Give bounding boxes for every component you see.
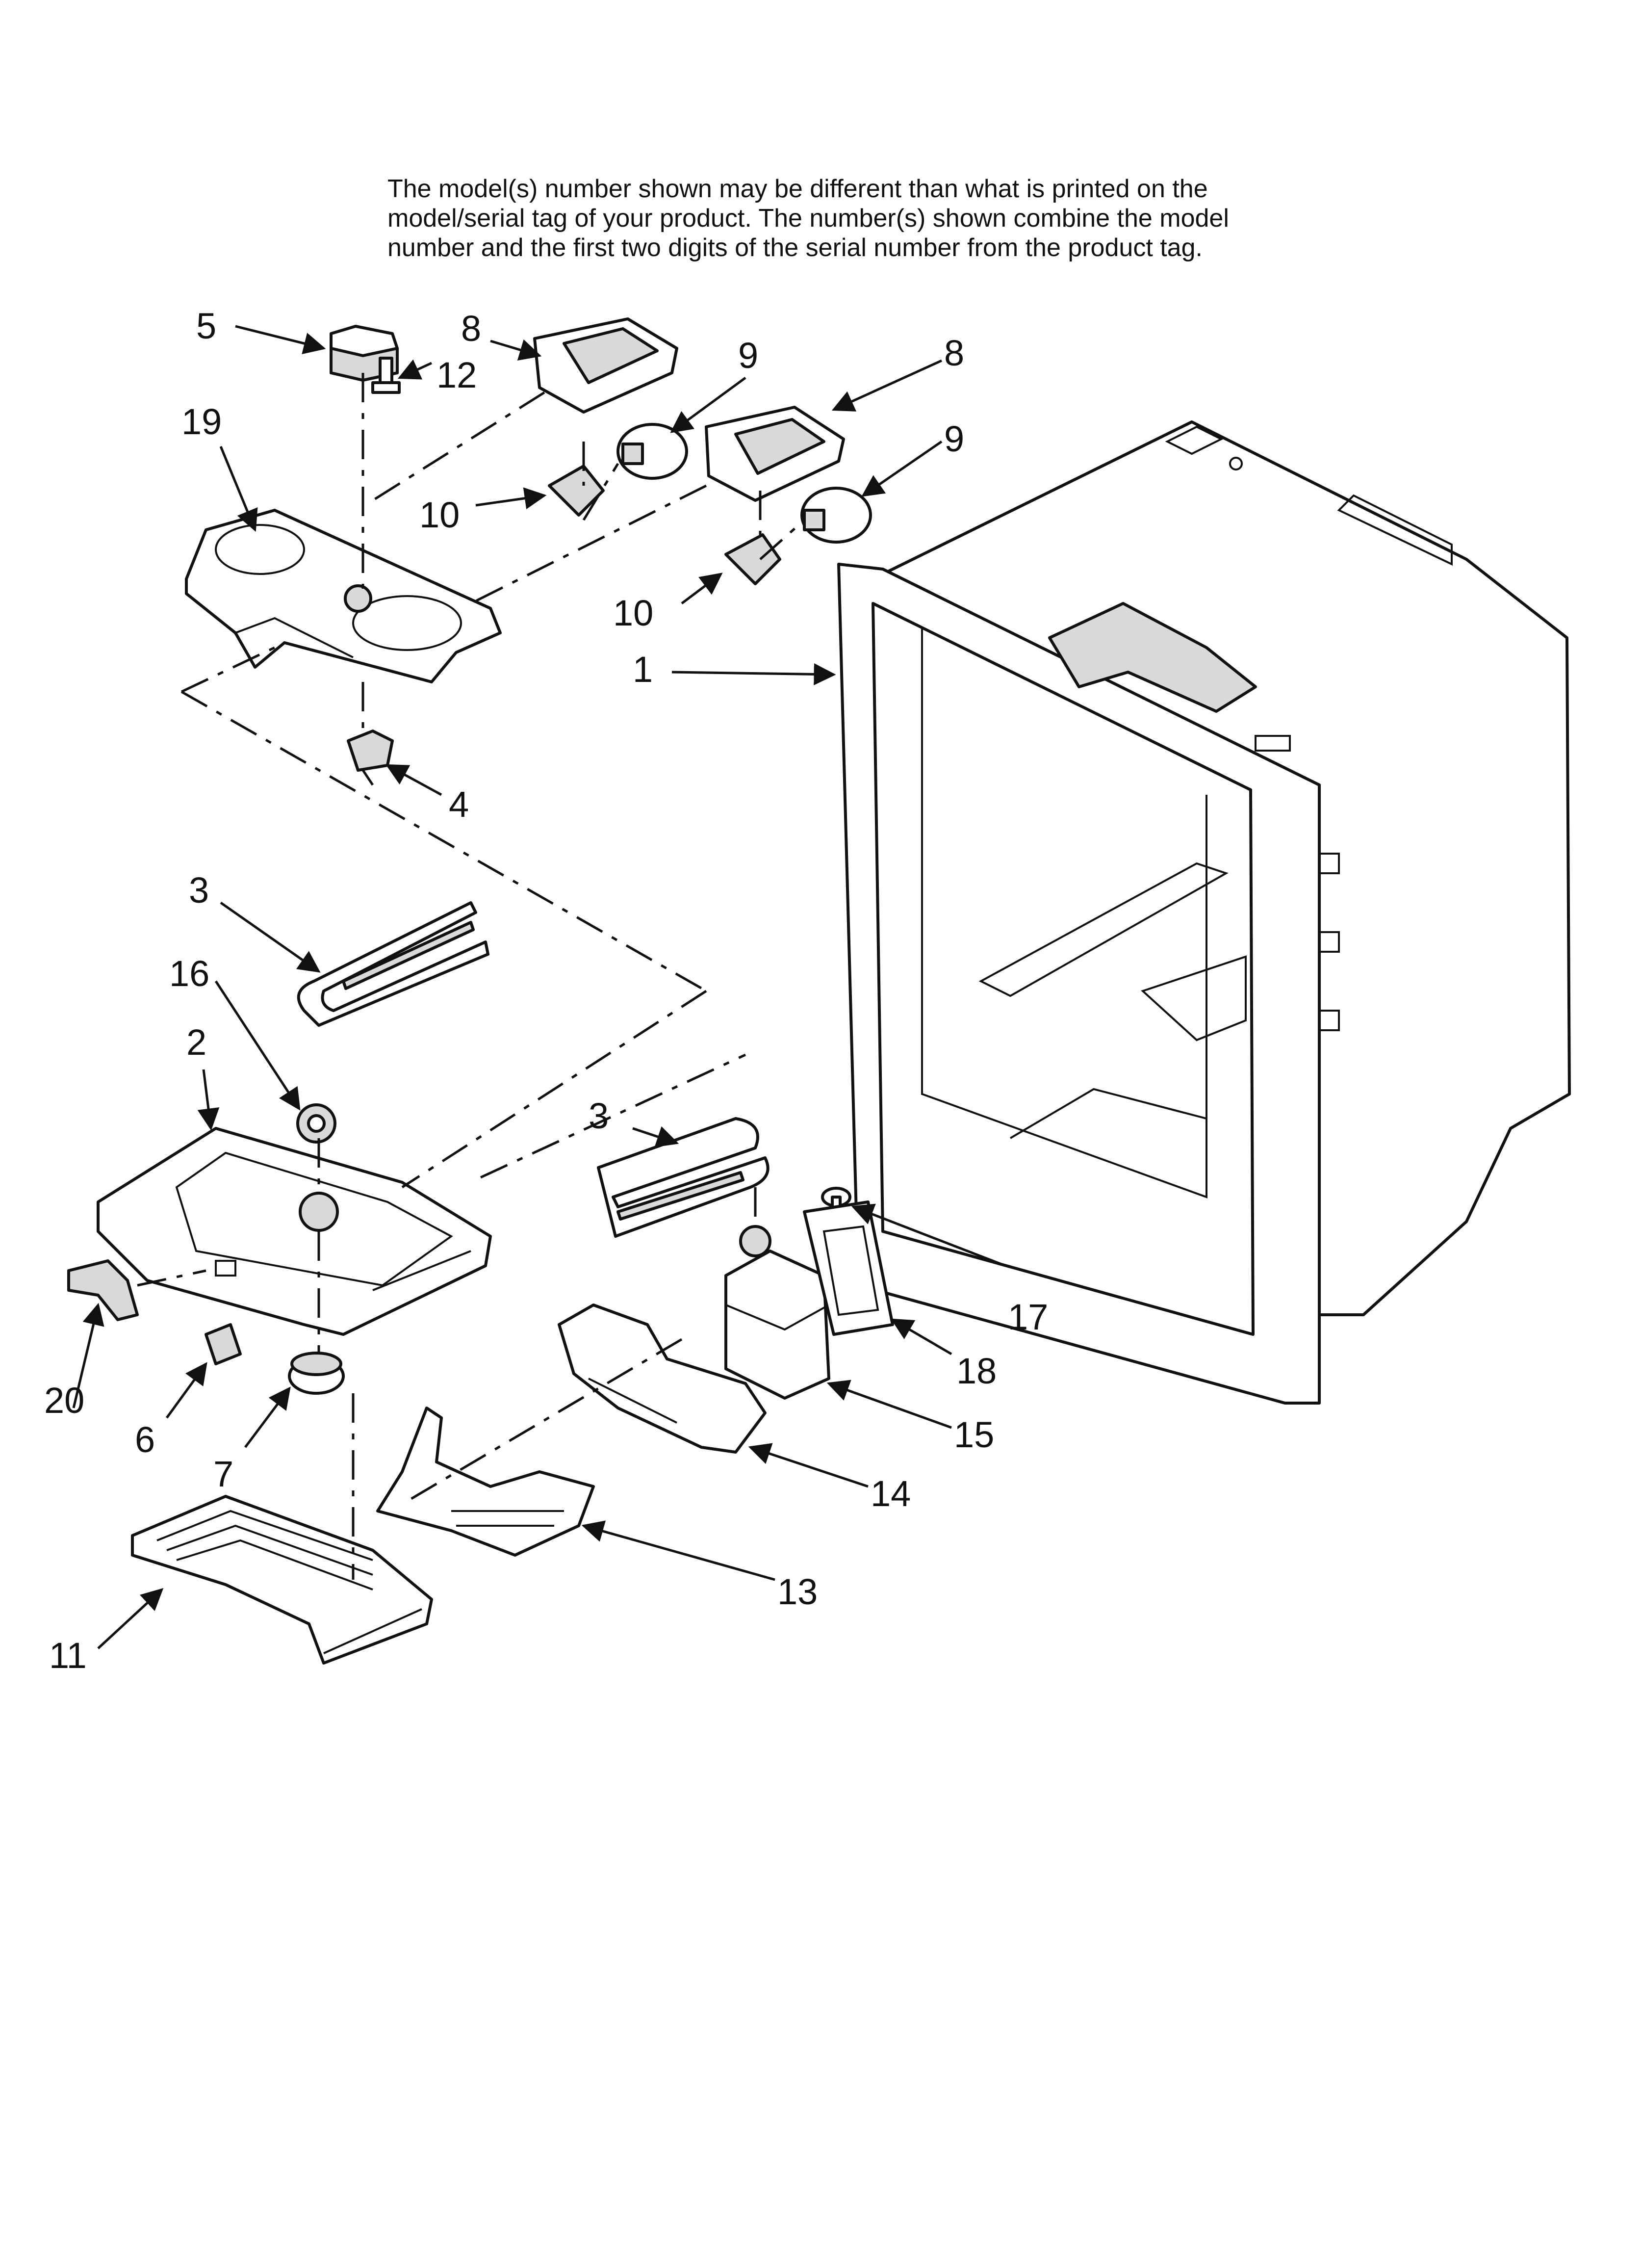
part-4-clip[interactable] xyxy=(347,730,394,772)
callout-14: 14 xyxy=(871,1473,911,1514)
callout-17: 17 xyxy=(1008,1297,1048,1337)
part-15-damper-motor[interactable] xyxy=(724,1225,830,1400)
callout-numbers: 1 2 3 3 4 5 6 7 8 8 9 9 10 10 11 12 13 1… xyxy=(44,306,1048,1676)
part-11-grille[interactable] xyxy=(131,1495,433,1665)
callout-10-top: 10 xyxy=(419,495,460,535)
part-20-actuator[interactable] xyxy=(67,1259,139,1321)
part-8-lamp-shield-right[interactable] xyxy=(705,406,845,502)
part-3-belt-lower[interactable] xyxy=(597,1117,770,1238)
callout-16: 16 xyxy=(169,953,209,994)
part-10-socket-top[interactable] xyxy=(548,465,605,517)
assembly-lines xyxy=(137,373,805,1580)
callout-6: 6 xyxy=(135,1419,155,1460)
part-1-refrigerator-liner[interactable] xyxy=(837,420,1571,1405)
callout-9-bottom: 9 xyxy=(944,418,964,459)
callout-3-lower: 3 xyxy=(589,1095,609,1136)
callout-8-right: 8 xyxy=(944,333,964,373)
part-14-damper-housing[interactable] xyxy=(558,1303,767,1454)
callout-12: 12 xyxy=(436,355,477,395)
part-18-bezel[interactable] xyxy=(803,1200,894,1336)
callout-15: 15 xyxy=(954,1414,994,1455)
part-7-bushing[interactable] xyxy=(288,1352,345,1395)
callout-leaders xyxy=(72,325,1006,1649)
model-number-disclaimer: The model(s) number shown may be differe… xyxy=(387,174,1466,262)
part-9-bulb-top[interactable] xyxy=(616,423,688,480)
part-16-gear[interactable] xyxy=(296,1103,336,1144)
part-9-bulb-bottom[interactable] xyxy=(800,487,872,544)
part-2-control-housing[interactable] xyxy=(97,1127,492,1336)
part-12-screw[interactable] xyxy=(371,357,401,394)
disclaimer-line-3: number and the first two digits of the s… xyxy=(387,234,1203,262)
callout-8-left: 8 xyxy=(461,308,481,349)
part-10-socket-bottom[interactable] xyxy=(724,533,781,585)
part-19-light-bracket[interactable] xyxy=(185,509,502,683)
part-6-switch[interactable] xyxy=(205,1323,242,1365)
disclaimer-line-2: model/serial tag of your product. The nu… xyxy=(387,204,1229,233)
part-8-lamp-shield-left[interactable] xyxy=(533,317,678,414)
callout-5: 5 xyxy=(196,306,216,346)
part-3-belt-upper[interactable] xyxy=(297,901,489,1027)
callout-7: 7 xyxy=(213,1454,233,1494)
callout-3-upper: 3 xyxy=(189,870,209,911)
callout-20: 20 xyxy=(44,1380,84,1421)
callout-10-bottom: 10 xyxy=(613,593,653,633)
callout-11: 11 xyxy=(49,1635,87,1676)
disclaimer-line-1: The model(s) number shown may be differe… xyxy=(387,175,1208,203)
callout-19: 19 xyxy=(181,401,222,442)
callout-2: 2 xyxy=(186,1022,206,1063)
callout-9-top: 9 xyxy=(738,335,758,376)
callout-13: 13 xyxy=(777,1571,818,1612)
part-13-duct[interactable] xyxy=(376,1407,595,1557)
callout-1: 1 xyxy=(633,649,653,690)
callout-4: 4 xyxy=(449,784,469,825)
callout-18: 18 xyxy=(956,1351,997,1391)
